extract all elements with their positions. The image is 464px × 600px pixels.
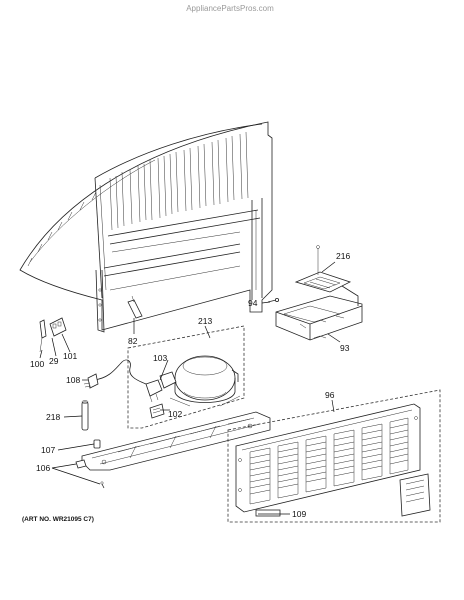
callout-103: 103 bbox=[153, 353, 167, 363]
callout-218: 218 bbox=[46, 412, 60, 422]
part-103-relay bbox=[145, 371, 177, 403]
ice-tray-assembly bbox=[275, 245, 363, 341]
part-94-screw bbox=[267, 297, 279, 303]
part-108-power-cord bbox=[83, 359, 147, 389]
callout-213: 213 bbox=[198, 316, 212, 326]
callout-94: 94 bbox=[248, 298, 258, 308]
part-107-grommet bbox=[93, 439, 101, 449]
rear-panel-group-outline bbox=[227, 389, 441, 523]
compressor bbox=[169, 355, 241, 407]
art-number: (ART NO. WR21095 C7) bbox=[22, 516, 94, 523]
callout-106: 106 bbox=[36, 463, 50, 473]
callout-93: 93 bbox=[340, 343, 350, 353]
callout-108: 108 bbox=[66, 375, 80, 385]
rear-access-panel bbox=[235, 403, 421, 513]
part-102-overload bbox=[149, 403, 165, 419]
part-218-tube bbox=[81, 400, 89, 431]
callout-101: 101 bbox=[63, 351, 77, 361]
callout-29: 29 bbox=[49, 356, 59, 366]
leader-lines bbox=[39, 261, 341, 515]
callout-107: 107 bbox=[41, 445, 55, 455]
literature-booklet bbox=[399, 473, 431, 517]
watermark: AppliancePartsPros.com bbox=[186, 4, 274, 13]
part-109-plate bbox=[255, 509, 281, 517]
part-106-leg bbox=[75, 459, 105, 489]
part-100-29-101-switch bbox=[39, 317, 67, 353]
part-82-bracket bbox=[127, 295, 143, 319]
callout-102: 102 bbox=[168, 409, 182, 419]
callout-109: 109 bbox=[292, 509, 306, 519]
base-pan bbox=[81, 411, 271, 471]
callout-100: 100 bbox=[30, 359, 44, 369]
callout-96: 96 bbox=[325, 390, 335, 400]
cabinet-shell-drawing bbox=[19, 121, 273, 333]
callout-216: 216 bbox=[336, 251, 350, 261]
callout-82: 82 bbox=[128, 336, 138, 346]
